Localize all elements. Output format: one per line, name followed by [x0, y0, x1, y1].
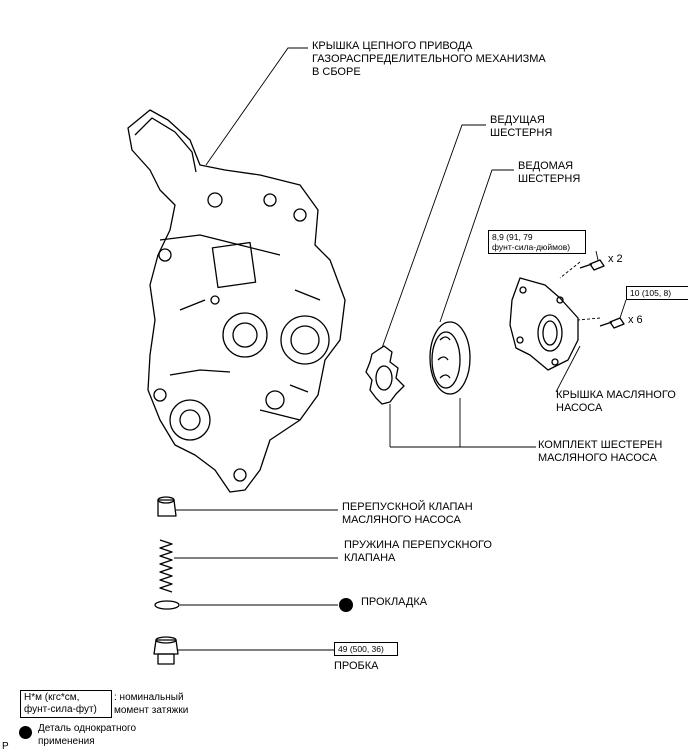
- torque-box-bolt-small: 8,9 (91, 79 фунт-сила-дюймов): [488, 230, 586, 254]
- label-driven-gear-2: ШЕСТЕРНЯ: [518, 173, 581, 185]
- label-gear-set-1: КОМПЛЕКТ ШЕСТЕРЕН: [538, 439, 663, 451]
- legend-torque-box: Н*м (кгс*см, фунт-сила-фут): [20, 690, 112, 718]
- label-timing-cover-3: В СБОРЕ: [312, 66, 361, 78]
- torque-plug-line: 49 (500, 36): [338, 644, 384, 654]
- drive-gear-part: [365, 345, 405, 405]
- label-driven-gear-1: ВЕДОМАЯ: [518, 160, 574, 172]
- legend-torque-desc-2: момент затяжки: [114, 705, 189, 716]
- driven-gear-part: [429, 321, 471, 395]
- bolt-cover-part: [599, 317, 625, 329]
- timing-chain-cover-part: [127, 109, 346, 493]
- label-relief-spring-1: ПРУЖИНА ПЕРЕПУСКНОГО: [344, 539, 492, 551]
- oil-pump-cover-part: [509, 277, 579, 371]
- torque-bolt-small-line1: 8,9 (91, 79: [492, 232, 533, 242]
- label-pump-cover-1: КРЫШКА МАСЛЯНОГО: [556, 389, 676, 401]
- label-timing-cover-1: КРЫШКА ЦЕПНОГО ПРИВОДА: [312, 40, 473, 52]
- label-timing-cover-2: ГАЗОРАСПРЕДЕЛИТЕЛЬНОГО МЕХАНИЗМА: [312, 53, 546, 65]
- legend-torque-box-line2: фунт-сила-фут): [24, 704, 97, 715]
- torque-box-bolt-cover: 10 (105, 8): [626, 286, 688, 300]
- label-gasket: ПРОКЛАДКА: [361, 596, 428, 608]
- torque-bolt-cover-line: 10 (105, 8): [630, 288, 672, 298]
- legend-nonreuse-2: применения: [38, 736, 95, 747]
- legend-non-reusable-dot-icon: [19, 726, 32, 739]
- bolt-small-qty: x 2: [608, 253, 623, 265]
- torque-bolt-small-line2: фунт-сила-дюймов): [492, 242, 571, 252]
- legend-nonreuse-1: Деталь однократного: [38, 723, 137, 734]
- label-relief-valve-2: МАСЛЯНОГО НАСОСА: [342, 514, 461, 526]
- legend-torque-box-line1: Н*м (кгс*см,: [24, 692, 80, 703]
- label-drive-gear-1: ВЕДУЩАЯ: [490, 114, 545, 126]
- relief-spring-part: [159, 539, 173, 593]
- label-plug: ПРОБКА: [334, 660, 379, 672]
- label-relief-valve-1: ПЕРЕПУСКНОЙ КЛАПАН: [342, 501, 473, 513]
- label-pump-cover-2: НАСОСА: [556, 402, 603, 414]
- bolt-cover-qty: x 6: [628, 314, 643, 326]
- plug-part: [153, 636, 179, 665]
- non-reusable-dot-icon: [339, 598, 353, 612]
- legend-torque-desc-1: : номинальный: [114, 692, 184, 703]
- torque-box-plug: 49 (500, 36): [334, 642, 398, 656]
- label-gear-set-2: МАСЛЯНОГО НАСОСА: [538, 452, 657, 464]
- gasket-part: [154, 600, 180, 610]
- leader-lines: [174, 47, 627, 651]
- label-drive-gear-2: ШЕСТЕРНЯ: [490, 127, 553, 139]
- relief-valve-part: [157, 496, 177, 517]
- corner-mark: P: [2, 741, 9, 752]
- bolt-small-part: [579, 259, 605, 271]
- label-relief-spring-2: КЛАПАНА: [344, 552, 396, 564]
